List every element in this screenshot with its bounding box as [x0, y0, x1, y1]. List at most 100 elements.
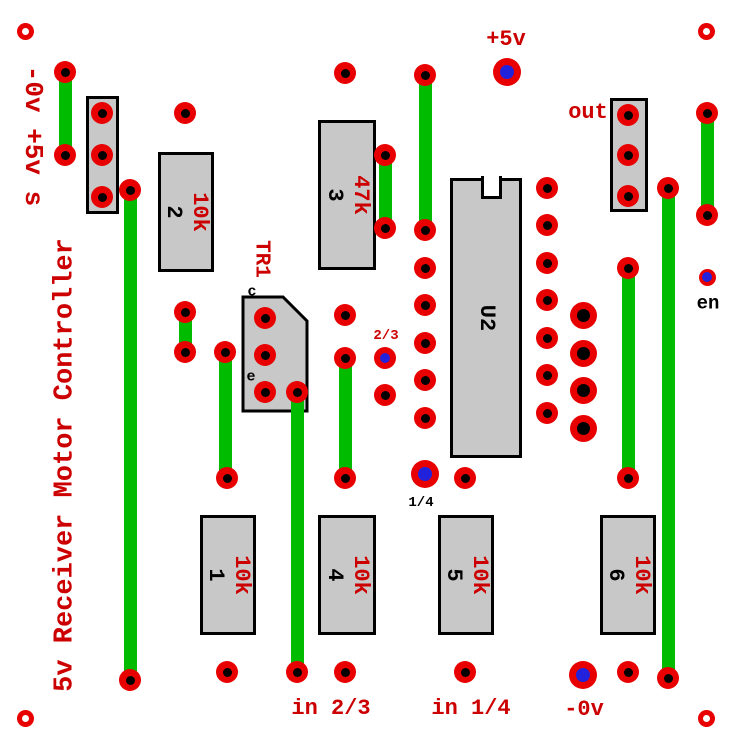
solder-pad[interactable]: [214, 341, 236, 363]
tr1-pad-b[interactable]: [254, 344, 276, 366]
solder-pad[interactable]: [414, 332, 436, 354]
solder-pad[interactable]: [536, 327, 558, 349]
solder-pad[interactable]: [617, 661, 639, 683]
solder-pad[interactable]: [617, 467, 639, 489]
out-pin-3[interactable]: [617, 185, 639, 207]
mount-hole-center: [702, 714, 710, 722]
pad-hole: [542, 295, 552, 305]
pad-hole: [420, 70, 430, 80]
copper-trace[interactable]: [661, 188, 675, 678]
solder-pad[interactable]: [334, 304, 356, 326]
solder-pad[interactable]: [617, 257, 639, 279]
copper-trace[interactable]: [700, 113, 714, 215]
mount-hole: [16, 709, 34, 727]
solder-pad[interactable]: [414, 64, 436, 86]
pad-minus0v[interactable]: [569, 661, 597, 689]
solder-pad[interactable]: [536, 402, 558, 424]
resistor-value: 10k: [228, 555, 254, 595]
solder-pad[interactable]: [334, 661, 356, 683]
copper-trace[interactable]: [218, 352, 232, 478]
solder-pad[interactable]: [334, 62, 356, 84]
pad-hole: [180, 307, 190, 317]
copper-trace[interactable]: [58, 72, 72, 155]
solder-pad[interactable]: [174, 301, 196, 323]
pad-hole: [60, 150, 70, 160]
solder-pad[interactable]: [334, 347, 356, 369]
solder-pad[interactable]: [374, 144, 396, 166]
solder-pad[interactable]: [536, 214, 558, 236]
label-tr1-pin-c: c: [247, 283, 257, 301]
copper-trace[interactable]: [418, 75, 432, 230]
solder-pad[interactable]: [414, 219, 436, 241]
pad-net-2-3[interactable]: [374, 347, 396, 369]
solder-pad[interactable]: [696, 102, 718, 124]
solder-pad[interactable]: [536, 177, 558, 199]
solder-pad[interactable]: [569, 414, 597, 442]
pad-plus5v[interactable]: [493, 58, 521, 86]
pad-hole: [702, 272, 712, 282]
header-pin-s[interactable]: [91, 186, 113, 208]
copper-trace[interactable]: [338, 358, 352, 478]
solder-pad[interactable]: [657, 177, 679, 199]
ic-u2-body[interactable]: U2: [450, 178, 522, 458]
out-pin-2[interactable]: [617, 144, 639, 166]
solder-pad[interactable]: [54, 61, 76, 83]
solder-pad[interactable]: [696, 204, 718, 226]
pad-hole: [420, 300, 430, 310]
solder-pad[interactable]: [536, 289, 558, 311]
copper-trace[interactable]: [378, 155, 392, 228]
header-pin-minus0v[interactable]: [91, 102, 113, 124]
solder-pad[interactable]: [657, 667, 679, 689]
pad-net-1-4[interactable]: [411, 460, 439, 488]
solder-pad[interactable]: [414, 369, 436, 391]
solder-pad[interactable]: [54, 144, 76, 166]
solder-pad[interactable]: [286, 661, 308, 683]
copper-trace[interactable]: [621, 268, 635, 478]
solder-pad[interactable]: [119, 179, 141, 201]
pad-hole: [292, 667, 302, 677]
pad-hole: [542, 183, 552, 193]
pad-hole: [340, 310, 350, 320]
solder-pad[interactable]: [454, 467, 476, 489]
pad-hole: [623, 473, 633, 483]
solder-pad[interactable]: [569, 339, 597, 367]
solder-pad[interactable]: [569, 376, 597, 404]
solder-pad[interactable]: [569, 301, 597, 329]
solder-pad[interactable]: [119, 669, 141, 691]
solder-pad[interactable]: [216, 467, 238, 489]
solder-pad[interactable]: [374, 384, 396, 406]
out-pin-1[interactable]: [617, 104, 639, 126]
copper-trace[interactable]: [290, 392, 304, 672]
solder-pad[interactable]: [454, 661, 476, 683]
copper-trace[interactable]: [123, 190, 137, 680]
solder-pad[interactable]: [536, 364, 558, 386]
label-in-2-3: in 2/3: [291, 696, 371, 721]
pad-hole: [576, 421, 590, 435]
header-pin-plus5v[interactable]: [91, 144, 113, 166]
solder-pad[interactable]: [414, 294, 436, 316]
solder-pad[interactable]: [334, 467, 356, 489]
tr1-pad-e[interactable]: [254, 381, 276, 403]
solder-pad[interactable]: [414, 407, 436, 429]
tr1-pad-c[interactable]: [254, 307, 276, 329]
solder-pad[interactable]: [174, 341, 196, 363]
pad-hole: [222, 473, 232, 483]
solder-pad[interactable]: [414, 257, 436, 279]
solder-pad[interactable]: [374, 217, 396, 239]
solder-pad[interactable]: [174, 102, 196, 124]
pad-en[interactable]: [698, 268, 716, 286]
pad-hole: [420, 338, 430, 348]
solder-pad[interactable]: [536, 252, 558, 274]
solder-pad[interactable]: [286, 381, 308, 403]
solder-pad[interactable]: [216, 661, 238, 683]
